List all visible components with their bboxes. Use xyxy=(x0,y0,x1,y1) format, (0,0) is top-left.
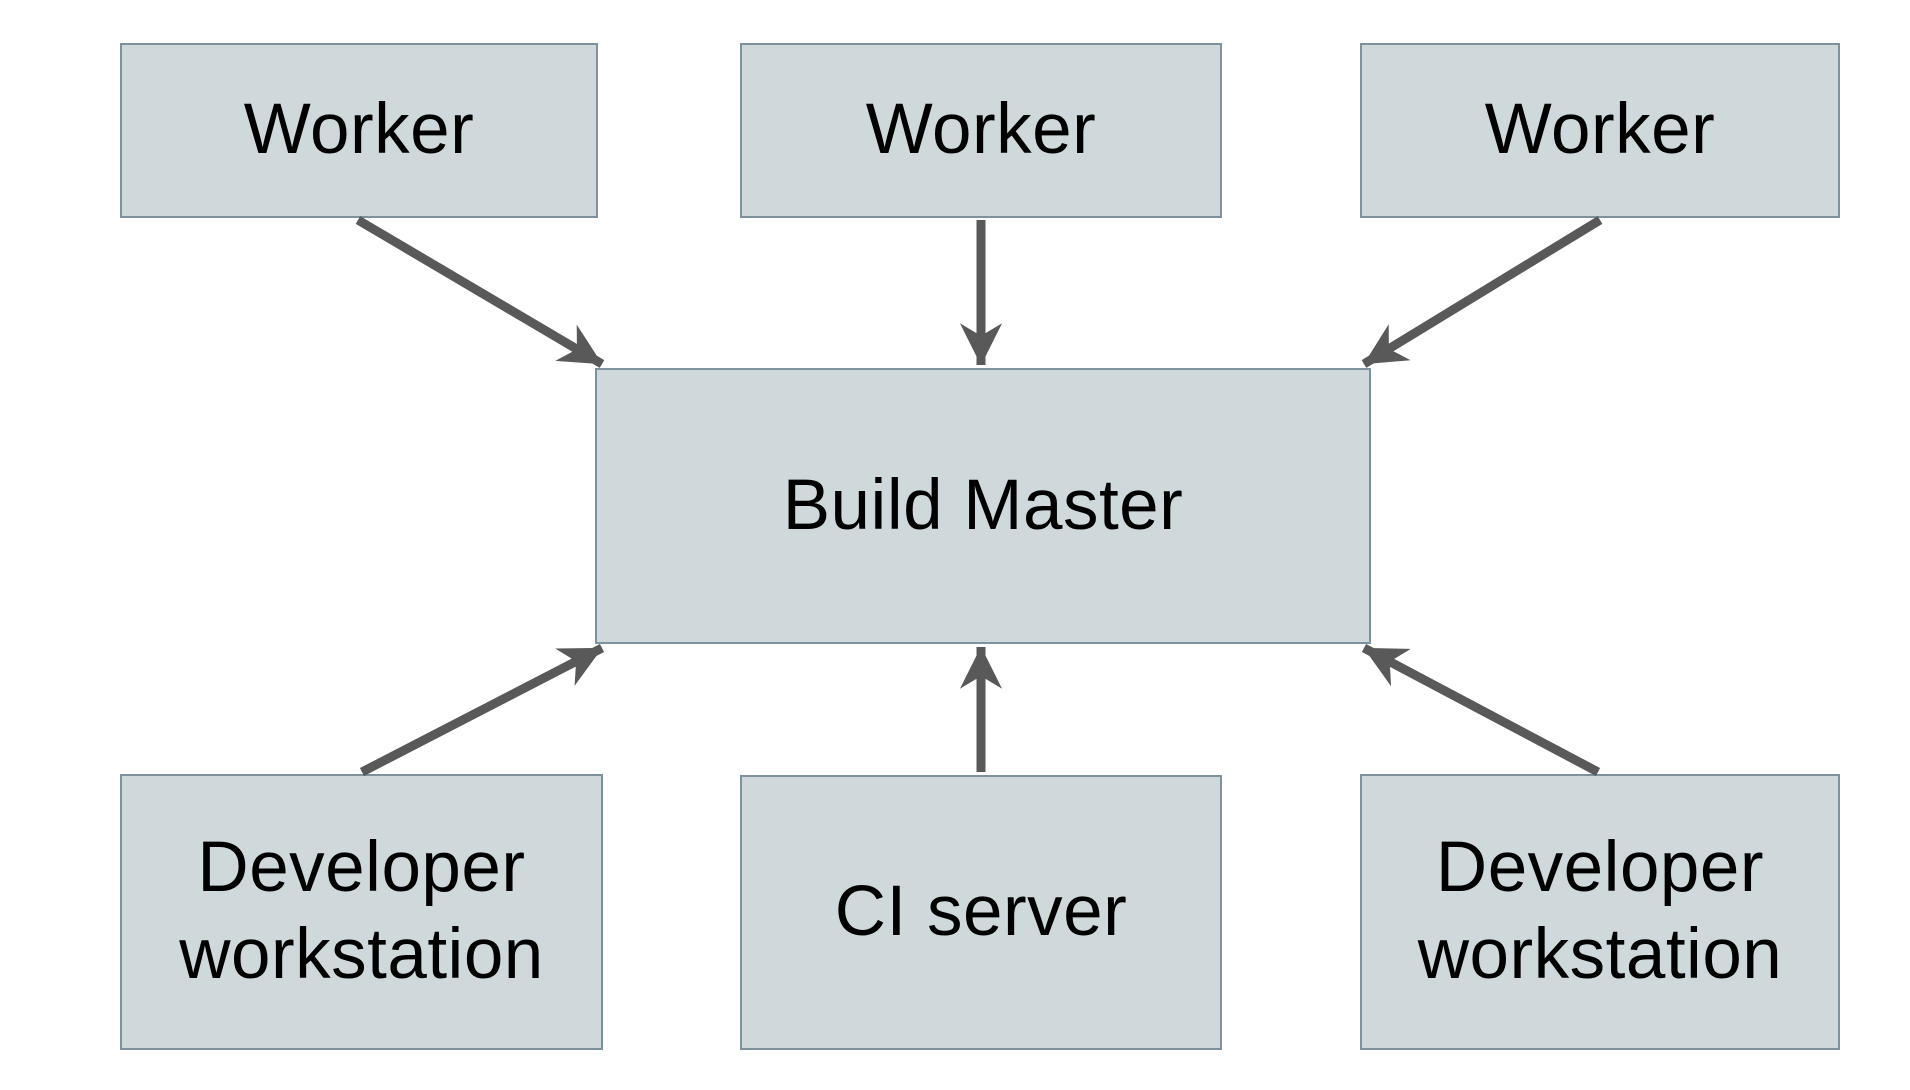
node-developer-workstation-right: Developer workstation xyxy=(1360,774,1840,1050)
arrow-worker-1-to-build-master xyxy=(355,216,605,368)
node-ci-server: CI server xyxy=(740,775,1222,1050)
node-worker-1: Worker xyxy=(120,43,598,218)
node-worker-3: Worker xyxy=(1360,43,1840,218)
arrow-worker-3-to-build-master xyxy=(1361,216,1603,368)
node-worker-2-label: Worker xyxy=(865,90,1097,170)
node-worker-1-label: Worker xyxy=(243,90,475,170)
arrow-developer-workstation-left-to-build-master xyxy=(359,644,605,776)
node-build-master-label: Build Master xyxy=(782,465,1184,545)
node-ci-server-label: CI server xyxy=(834,872,1128,952)
node-developer-workstation-left-label: Developer workstation xyxy=(179,828,544,994)
arrow-developer-workstation-right-to-build-master xyxy=(1361,644,1601,776)
node-worker-2: Worker xyxy=(740,43,1222,218)
node-worker-3-label: Worker xyxy=(1484,90,1716,170)
node-developer-workstation-left: Developer workstation xyxy=(120,774,603,1050)
node-developer-workstation-right-label: Developer workstation xyxy=(1417,828,1783,994)
node-build-master: Build Master xyxy=(595,368,1371,644)
